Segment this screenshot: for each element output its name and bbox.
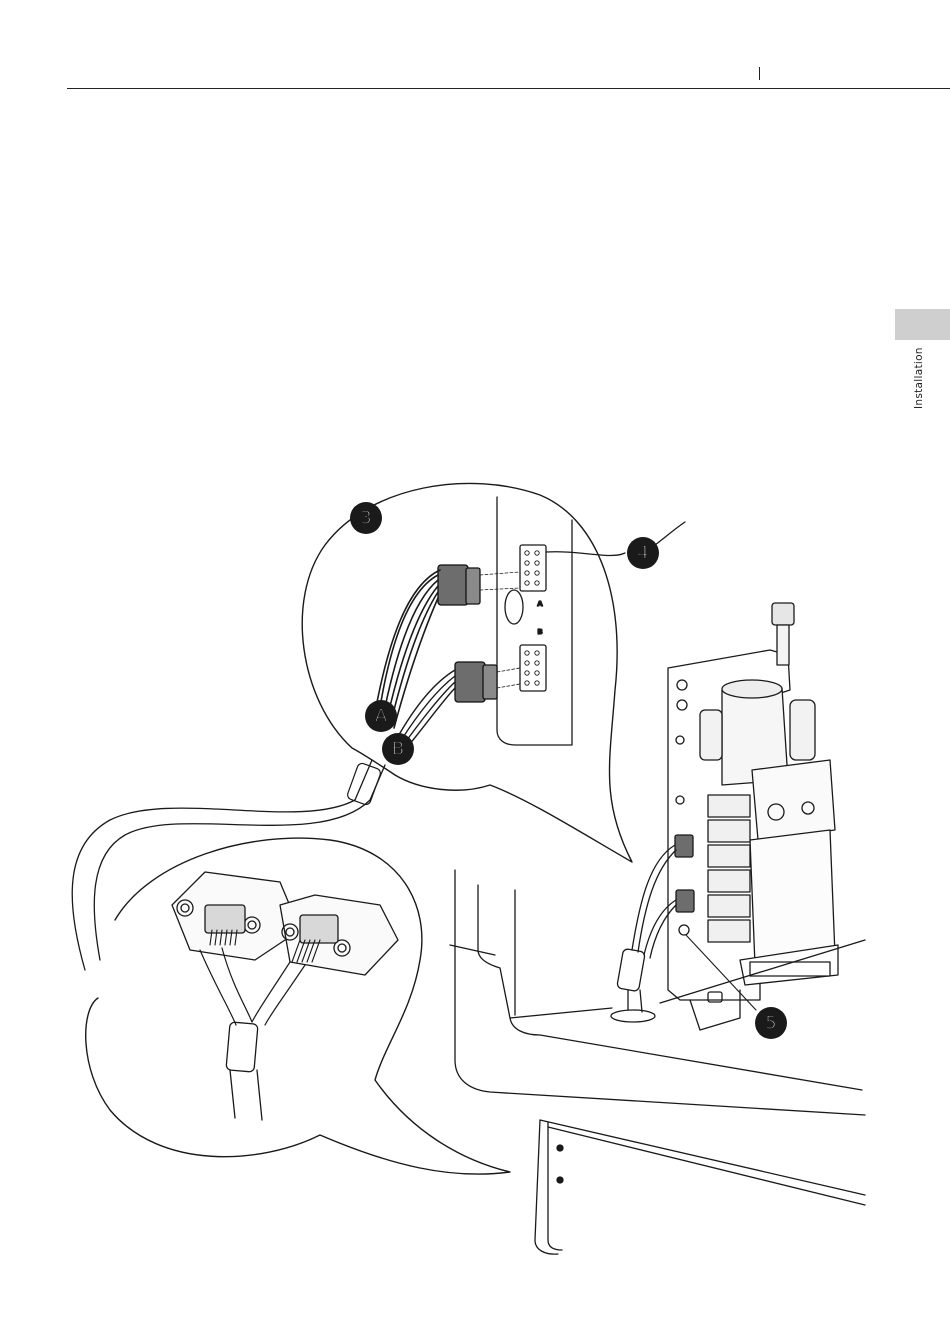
callout-4: 4	[627, 537, 659, 569]
callout-a: A	[365, 700, 397, 732]
svg-text:5: 5	[765, 1013, 776, 1034]
callout-3: 3	[350, 502, 382, 534]
svg-text:B: B	[392, 739, 404, 760]
bracket-mark-a: A	[537, 600, 543, 608]
svg-text:3: 3	[360, 508, 371, 529]
callout-b: B	[382, 733, 414, 765]
pump-assembly	[611, 603, 838, 1030]
bracket-mark-b: B	[537, 628, 542, 636]
svg-text:A: A	[375, 706, 388, 727]
upper-detail-bubble: A B	[302, 483, 685, 862]
lower-detail-bubble	[86, 838, 510, 1174]
svg-text:4: 4	[637, 543, 648, 564]
